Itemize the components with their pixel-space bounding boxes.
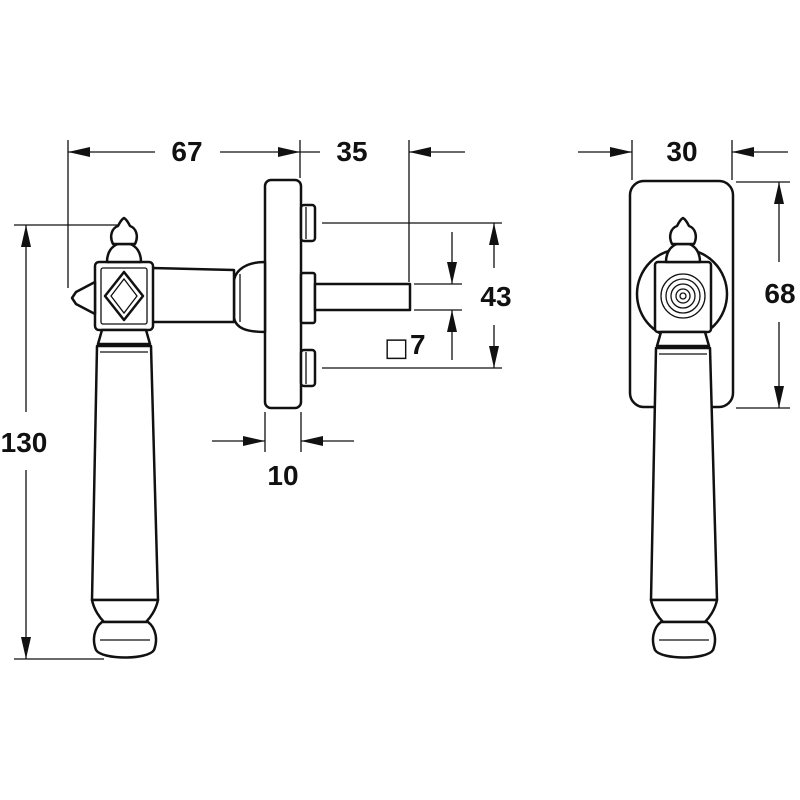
dimension-67: 67	[67, 136, 301, 288]
lever-point	[70, 280, 97, 316]
dim-label-68: 68	[764, 278, 795, 309]
lever-head-front	[653, 260, 713, 334]
dimension-68: 68	[736, 181, 796, 409]
spindle-collar	[299, 271, 317, 325]
dim-label-35: 35	[336, 136, 367, 167]
dimension-130: 130	[1, 224, 118, 660]
screw-bottom	[299, 348, 317, 388]
concentric-ornament	[660, 273, 706, 319]
finial-top-side	[105, 216, 143, 264]
front-view	[628, 179, 735, 659]
grip-end-front	[649, 598, 719, 659]
dimension-7: □ 7	[384, 232, 462, 363]
spindle	[313, 282, 412, 312]
square-symbol-icon: □	[384, 333, 409, 363]
lever-arm	[150, 266, 236, 324]
dimension-10: 10	[212, 412, 354, 491]
dimension-35: 35	[300, 136, 465, 282]
dim-label-10: 10	[267, 460, 298, 491]
grip-end-side	[90, 598, 160, 659]
dim-label-43: 43	[480, 281, 511, 312]
dim-label-67: 67	[171, 136, 202, 167]
lever-grip-front	[649, 346, 719, 602]
rose-plate-side	[263, 178, 303, 410]
lever-collar	[96, 328, 152, 346]
lever-grip	[90, 344, 160, 602]
finial-top-front	[664, 216, 702, 264]
screw-top	[299, 203, 317, 243]
dim-label-7: 7	[410, 329, 426, 360]
dimension-43: 43	[322, 222, 512, 369]
lever-neck	[232, 260, 267, 334]
dim-label-30: 30	[666, 136, 697, 167]
diamond-ornament	[103, 270, 145, 322]
dimension-30: 30	[578, 136, 788, 180]
side-view	[70, 178, 412, 659]
dim-label-130: 130	[1, 427, 48, 458]
